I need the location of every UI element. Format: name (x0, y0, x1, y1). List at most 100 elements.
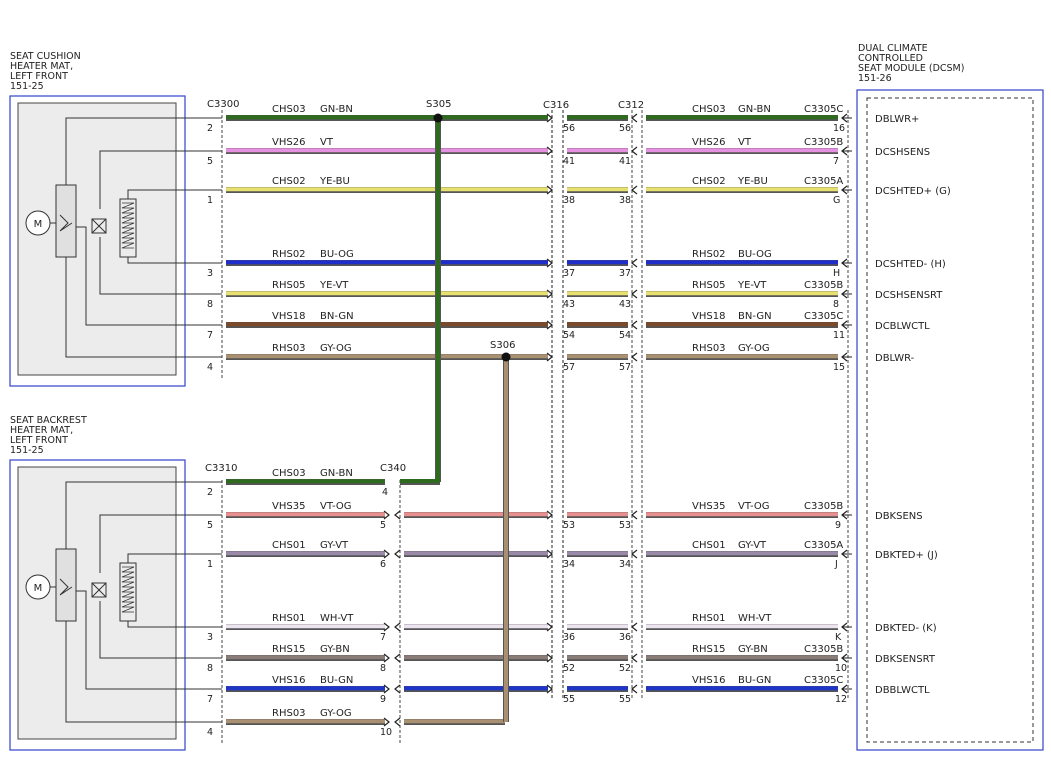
block-title-line: LEFT FRONT (10, 435, 68, 446)
pin-label: 53 (563, 520, 575, 531)
wire-color-label: GY-OG (320, 708, 352, 719)
circuit-label: VHS26 (692, 137, 725, 148)
motor-label: M (34, 583, 43, 594)
connector-label: C3305B (804, 137, 843, 148)
pin-label: 57 (563, 362, 575, 373)
heater-block-outline (9, 95, 186, 387)
signal-label: DCSHSENS (875, 147, 930, 158)
connector-arrow (631, 684, 638, 694)
internal-wire (76, 590, 222, 690)
wire-color-label: YE-VT (737, 280, 767, 291)
connector-label: C3305C (804, 311, 843, 322)
splice-label-s306: S306 (490, 340, 515, 351)
wire-color-label: VT-OG (738, 501, 770, 512)
pin-label: 5 (380, 520, 386, 531)
signal-label: DBKTED+ (J) (875, 550, 938, 561)
internal-wire (127, 553, 222, 563)
connector-arrow (631, 113, 638, 123)
internal-wire (127, 257, 222, 264)
internal-wire (127, 189, 222, 199)
wire-color-label: GN-BN (320, 104, 353, 115)
circuit-label: CHS01 (692, 540, 726, 551)
circuit-label: VHS35 (692, 501, 725, 512)
pin-label: 36 (619, 632, 631, 643)
block-title-line: SEAT CUSHION (10, 51, 81, 62)
pin-label: 10 (835, 663, 847, 674)
circuit-label: RHS03 (272, 343, 306, 354)
pin-label: G (833, 195, 840, 206)
pin-label: 34 (619, 559, 631, 570)
connector-arrow (383, 549, 390, 559)
connector-label: C3305C (804, 675, 843, 686)
connector-label: C3305A (804, 540, 843, 551)
signal-label: DBLWR- (875, 353, 915, 364)
pin-label: 12 (835, 694, 847, 705)
wire-color-label: GY-OG (738, 343, 770, 354)
heater-coil (121, 202, 135, 249)
wire-color-label: GY-BN (320, 644, 350, 655)
wire-color-label: BN-GN (320, 311, 354, 322)
connector-arrow (631, 320, 638, 330)
wire-color-label: GY-VT (320, 540, 349, 551)
pin-label: 3 (207, 268, 213, 279)
signal-label: DCSHSENSRT (875, 290, 943, 301)
circuit-label: RHS03 (272, 708, 306, 719)
internal-wire (99, 237, 222, 295)
pin-label: 15 (833, 362, 845, 373)
wire-color-label: WH-VT (738, 613, 772, 624)
connector-arrow (383, 717, 390, 727)
block-title-line: HEATER MAT, (10, 425, 73, 436)
circuit-label: VHS26 (272, 137, 305, 148)
splice-label-s305: S305 (426, 99, 451, 110)
pin-label: 38 (619, 195, 631, 206)
pin-label: 2 (207, 487, 213, 498)
pin-label: 4 (382, 487, 388, 498)
connector-arrow (546, 352, 553, 362)
signal-label: DBKSENS (875, 511, 923, 522)
connector-arrow (631, 146, 638, 156)
pin-label: 8 (833, 299, 839, 310)
wire-color-label: YE-VT (319, 280, 349, 291)
fan-symbol (59, 578, 73, 596)
signal-label: DBLWR+ (875, 114, 919, 125)
circuit-label: RHS03 (692, 343, 726, 354)
internal-wire (65, 117, 222, 185)
circuit-label: CHS03 (272, 104, 306, 115)
connector-arrow (546, 185, 553, 195)
pin-label: 57 (619, 362, 631, 373)
circuit-label: RHS05 (272, 280, 306, 291)
circuit-label: RHS01 (272, 613, 306, 624)
pin-label: H (833, 268, 840, 279)
internal-wire (65, 481, 222, 549)
pin-label: 36 (563, 632, 575, 643)
connector-arrow (546, 549, 553, 559)
pin-label: 38 (563, 195, 575, 206)
wire-color-label: GY-OG (320, 343, 352, 354)
connector-label: C3305B (804, 644, 843, 655)
module-title-line: SEAT MODULE (DCSM) (858, 63, 964, 74)
circuit-label: RHS15 (692, 644, 726, 655)
module-title-line: CONTROLLED (858, 53, 923, 64)
pin-label: 3 (207, 632, 213, 643)
pin-label: 56 (563, 123, 575, 134)
connector-arrow (631, 289, 638, 299)
pin-label: 1 (207, 559, 213, 570)
module-outline (856, 89, 1044, 751)
connector-arrow (631, 549, 638, 559)
connector-label: C3305A (804, 176, 843, 187)
circuit-label: RHS01 (692, 613, 726, 624)
module-title-line: 151-26 (858, 73, 892, 84)
signal-label: DBKSENSRT (875, 654, 936, 665)
signal-label: DBBLWCTL (875, 685, 930, 696)
circuit-label: CHS03 (692, 104, 726, 115)
circuit-label: VHS16 (272, 675, 305, 686)
connector-label-c3300: C3300 (207, 99, 239, 110)
pin-label: 52 (619, 663, 631, 674)
pin-label: 41 (563, 156, 575, 167)
motor-label: M (34, 219, 43, 230)
heater-block-body (17, 102, 177, 376)
wire-color-label: BN-GN (738, 311, 772, 322)
thermistor-slash (91, 582, 107, 598)
fan-symbol (59, 214, 73, 232)
